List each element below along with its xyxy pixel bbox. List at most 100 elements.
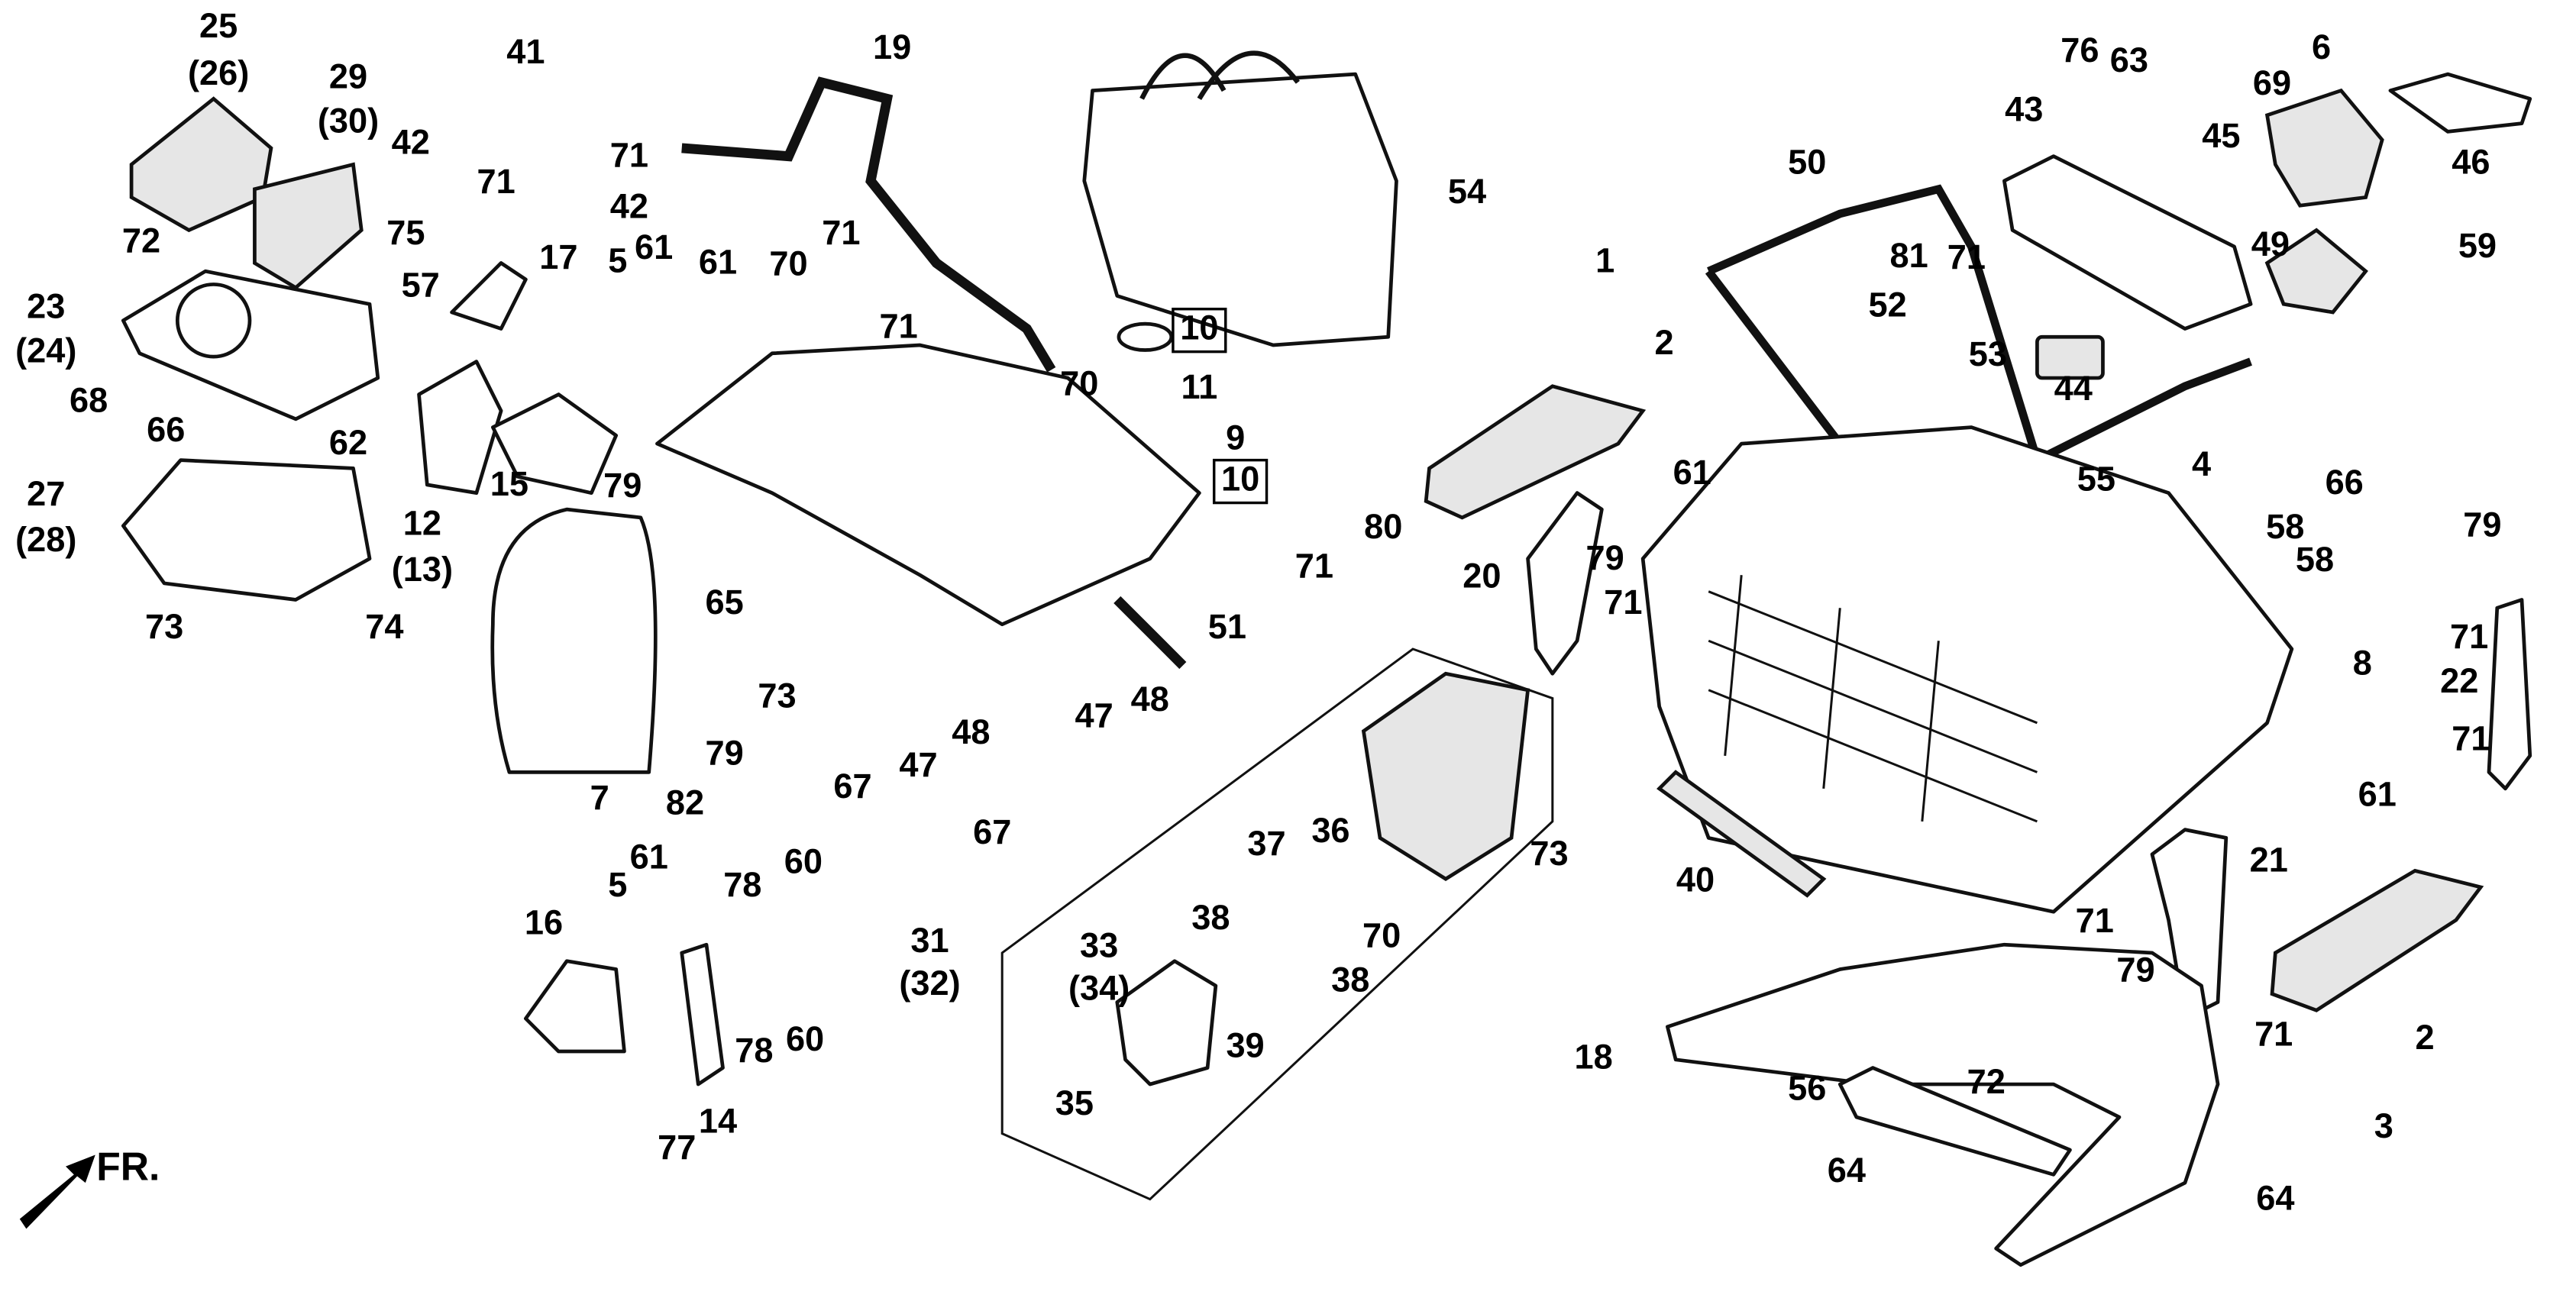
callout-36: 36 — [1311, 811, 1349, 850]
callout-20: 20 — [1463, 556, 1501, 595]
callout-81: 81 — [1890, 236, 1928, 275]
callout-61: 61 — [635, 228, 673, 266]
callout-80: 80 — [1364, 507, 1402, 546]
callout-50: 50 — [1788, 142, 1826, 181]
callout-72: 72 — [1967, 1062, 2006, 1101]
callout-61: 61 — [630, 837, 668, 876]
tube-40 — [1656, 770, 1827, 898]
callout-22: 22 — [2440, 661, 2478, 700]
callout-48: 48 — [952, 712, 990, 751]
callout-76: 76 — [2060, 31, 2099, 69]
callout-73: 73 — [145, 607, 183, 646]
callout-67: 67 — [973, 812, 1011, 851]
bracket-16 — [524, 959, 626, 1054]
callout-61: 61 — [699, 243, 737, 282]
callout-32: (32) — [899, 964, 960, 1003]
callout-79: 79 — [603, 466, 642, 505]
callout-35: 35 — [1055, 1083, 1094, 1122]
callout-62: 62 — [329, 423, 367, 462]
callout-45: 45 — [2202, 116, 2240, 155]
speaker-hole — [175, 283, 252, 359]
callout-21: 21 — [2250, 841, 2288, 880]
callout-23: 23 — [27, 287, 65, 326]
callout-11: 11 — [1181, 367, 1217, 406]
callout-72: 72 — [122, 221, 160, 260]
callout-13: (13) — [392, 550, 453, 589]
callout-39: 39 — [1226, 1026, 1264, 1065]
pocket-33-body — [1361, 671, 1530, 881]
callout-71: 71 — [2450, 617, 2488, 656]
reflector-22 — [2487, 598, 2532, 791]
callout-69: 69 — [2253, 63, 2291, 102]
reflector-20 — [1526, 491, 1604, 676]
callout-61: 61 — [1673, 453, 1711, 492]
callout-58: 58 — [2266, 507, 2304, 546]
emblem-11 — [1117, 321, 1174, 352]
callout-42: 42 — [392, 123, 430, 162]
callout-67: 67 — [833, 767, 871, 806]
callout-55: 55 — [2077, 460, 2115, 499]
callout-74: 74 — [365, 607, 403, 646]
inner-cover-23 — [121, 269, 380, 421]
callout-60: 60 — [784, 842, 823, 881]
callout-64: 64 — [2256, 1179, 2294, 1218]
callout-47: 47 — [1075, 696, 1113, 735]
callout-2: 2 — [1655, 323, 1674, 362]
tube-51 — [1113, 596, 1187, 670]
callout-9: 9 — [1226, 418, 1245, 457]
callout-70: 70 — [769, 244, 807, 283]
callout-71: 71 — [1295, 547, 1333, 586]
callout-79: 79 — [2463, 505, 2501, 544]
trunk-pad-25 — [129, 96, 273, 233]
lock-base-43 — [2002, 154, 2253, 331]
callout-41: 41 — [506, 32, 545, 71]
callout-27: 27 — [27, 474, 65, 513]
backrest-7 — [490, 507, 658, 774]
callout-1: 1 — [1595, 241, 1614, 279]
lock-45 — [2264, 88, 2384, 208]
callout-16: 16 — [525, 902, 563, 941]
callout-47: 47 — [899, 745, 937, 784]
bag-54 — [1082, 72, 1398, 347]
callout-82: 82 — [666, 783, 704, 822]
callout-68: 68 — [69, 380, 108, 419]
callout-63: 63 — [2110, 40, 2148, 79]
callout-46: 46 — [2452, 142, 2490, 181]
callout-12: 12 — [403, 504, 441, 543]
rail-56 — [1837, 1066, 2072, 1177]
callout-37: 37 — [1247, 824, 1285, 863]
callout-79: 79 — [1586, 538, 1624, 577]
callout-38: 38 — [1191, 898, 1230, 937]
callout-77: 77 — [658, 1128, 696, 1167]
trunk-grille — [1708, 575, 2038, 823]
trunk-body-8 — [1640, 425, 2294, 914]
callout-59: 59 — [2458, 226, 2497, 265]
callout-78: 78 — [735, 1031, 773, 1070]
callout-15: 15 — [490, 464, 528, 503]
bag-handle — [1139, 50, 1300, 101]
callout-24: (24) — [15, 331, 76, 370]
bracket-15 — [490, 392, 619, 496]
callout-25: 25 — [199, 6, 238, 45]
callout-19: 19 — [873, 27, 911, 66]
reflector-21 — [2150, 828, 2229, 1021]
callout-54: 54 — [1448, 172, 1486, 211]
callout-71: 71 — [1947, 237, 1986, 276]
callout-10: 10 — [1221, 460, 1259, 499]
callout-56: 56 — [1788, 1069, 1826, 1108]
cover-29 — [253, 162, 364, 290]
callout-71: 71 — [2076, 901, 2114, 940]
callout-70: 70 — [1362, 916, 1401, 955]
callout-79: 79 — [706, 734, 744, 773]
callout-71: 71 — [822, 213, 860, 252]
callout-8: 8 — [2353, 643, 2372, 682]
callout-71: 71 — [2452, 718, 2490, 757]
callout-49: 49 — [2251, 224, 2290, 263]
plate-14 — [680, 942, 725, 1087]
fr-arrow — [19, 1154, 95, 1229]
callout-43: 43 — [2005, 90, 2043, 129]
key-46 — [2388, 72, 2532, 134]
callout-10: 10 — [1180, 308, 1218, 347]
callout-40: 40 — [1676, 860, 1715, 899]
